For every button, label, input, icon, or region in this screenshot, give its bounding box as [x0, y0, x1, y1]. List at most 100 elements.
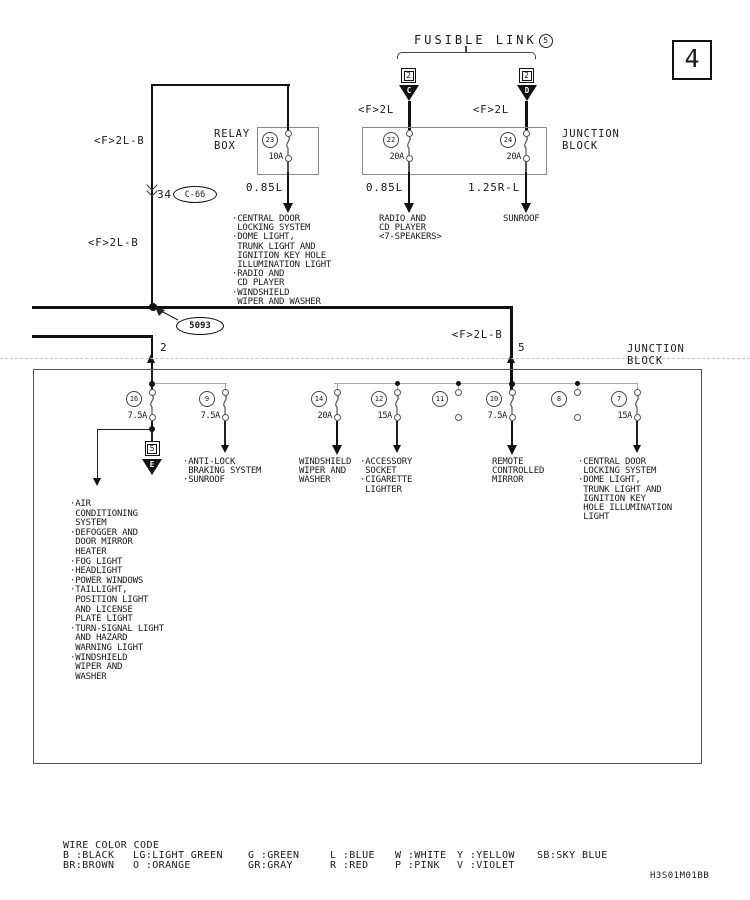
- wire-branch-left: [96, 428, 153, 430]
- fuse-terminal: [508, 389, 516, 396]
- load-fuse-10: REMOTE CONTROLLED MIRROR: [492, 457, 545, 486]
- connector-box-d-number: 2: [521, 70, 532, 81]
- fuse-element-icon: [407, 135, 411, 155]
- color-code-entry: W :WHITE: [395, 850, 447, 861]
- fuse-terminal: [221, 414, 229, 421]
- junction-dot: [574, 381, 580, 386]
- load-arrow-icon: [221, 445, 229, 453]
- wire-fuse-23-out: [287, 161, 289, 173]
- fuse-22-number: 22: [383, 132, 399, 148]
- load-arrow-icon: [93, 478, 102, 486]
- bus-internal-a: [152, 383, 227, 384]
- circled-number-icon: 5: [538, 34, 553, 48]
- connector-pin-c: C: [406, 85, 412, 95]
- junction-block-main-label: JUNCTION BLOCK: [627, 343, 685, 367]
- wire-label-feed-top: <F>2L-B: [94, 135, 145, 147]
- fuse-terminal: [393, 414, 401, 421]
- load-fuse-22: RADIO AND CD PLAYER <7-SPEAKERS>: [379, 214, 442, 243]
- wire-fuse-12-load: [396, 421, 398, 446]
- load-arrow-icon: [393, 445, 401, 453]
- fuse-element-icon: [635, 394, 639, 414]
- connector-triangle-d-icon: D: [517, 85, 537, 101]
- fuse-element-icon: [335, 394, 339, 414]
- connector-pin-label: 34: [157, 188, 172, 201]
- connector-pin-e: E: [149, 459, 155, 469]
- color-code-entry: GR:GRAY: [248, 859, 293, 871]
- fuse-24-rating: 20A: [506, 152, 522, 162]
- connector-box-c-number: 2: [403, 70, 414, 81]
- wire-fuse-22-load: [407, 172, 411, 205]
- wire-feed-terminal-2: [150, 334, 153, 371]
- fusible-link-bracket: [465, 46, 467, 53]
- bus-internal-b: [334, 383, 638, 384]
- wire-fuse-7-load: [636, 421, 638, 446]
- fuse-terminal: [284, 130, 292, 137]
- junction-dot: [394, 381, 400, 386]
- color-code-entry: LG:LIGHT GREEN: [133, 850, 223, 861]
- fusible-link-bracket: [466, 52, 536, 59]
- load-fuse-7: ·CENTRAL DOOR LOCKING SYSTEM ·DOME LIGHT…: [578, 457, 672, 523]
- fuse-terminal: [573, 389, 581, 396]
- fuse-8-number: 8: [551, 391, 567, 407]
- fuse-23-rating: 10A: [268, 152, 284, 162]
- wire-fuse-22-out: [408, 161, 410, 173]
- fuse-terminal: [148, 414, 156, 421]
- fuse-10-number: 10: [486, 391, 502, 407]
- fuse-terminal: [405, 130, 413, 137]
- wire-feed-terminal-2-inner: [151, 369, 153, 390]
- load-arrow-icon: [283, 203, 294, 213]
- fuse-stub: [396, 383, 398, 389]
- wire-label-f2l-right: <F>2L: [473, 104, 510, 116]
- terminal-2-label: 2: [160, 341, 168, 354]
- junction-block-top: [362, 127, 547, 175]
- fuse-element-icon: [510, 394, 514, 414]
- wire-label-f2l-left: <F>2L: [358, 104, 395, 116]
- diagram-code: H3S01M01BB: [650, 871, 710, 881]
- wire-feed-terminal-5: [510, 305, 513, 390]
- feed-arrow-icon: [147, 354, 156, 363]
- connector-box-5: 5: [144, 441, 160, 456]
- fuse-9-number: 9: [199, 391, 215, 407]
- load-arrow-icon: [521, 203, 531, 213]
- wire-fuse-23-load: [286, 172, 290, 205]
- fuse-11-number: 11: [432, 391, 448, 407]
- fuse-terminal: [393, 389, 401, 396]
- color-code-entry: G :GREEN: [248, 850, 300, 861]
- fuse-stub: [576, 383, 578, 389]
- color-code-entry: BR:BROWN: [63, 859, 115, 871]
- fuse-9-rating: 7.5A: [200, 411, 221, 421]
- connector-pin-d: D: [524, 85, 530, 95]
- fuse-14-number: 14: [311, 391, 327, 407]
- load-arrow-icon: [332, 445, 342, 455]
- fuse-10-rating: 7.5A: [487, 411, 508, 421]
- fuse-24-number: 24: [500, 132, 516, 148]
- wire-feed-left: [150, 83, 153, 308]
- fuse-12-number: 12: [371, 391, 387, 407]
- wire-fusible-c: [407, 101, 411, 130]
- fuse-terminal: [633, 389, 641, 396]
- fuse-element-icon: [223, 394, 227, 414]
- wire-fuse-14-load: [335, 421, 339, 446]
- wire-fuse-24-out: [525, 161, 527, 173]
- boundary-dashed-line: [0, 357, 750, 359]
- fuse-23-number: 23: [262, 132, 278, 148]
- splice-leader-arrow-icon: [155, 307, 179, 321]
- junction-block-main: [33, 369, 702, 764]
- wire-size-24: 1.25R-L: [468, 181, 520, 194]
- fusible-link-text: FUSIBLE LINK: [414, 33, 537, 47]
- junction-dot: [509, 380, 515, 387]
- fuse-16-number: 16: [126, 391, 142, 407]
- bus-main: [32, 305, 513, 309]
- color-code-entry: O :ORANGE: [133, 859, 191, 871]
- color-code-entry: R :RED: [330, 859, 369, 871]
- connector-triangle-c-icon: C: [399, 85, 419, 101]
- sheet-number-badge: 4: [672, 40, 712, 80]
- wire-relay-feed-vertical: [286, 83, 290, 131]
- wire-fuse-10-load: [510, 421, 514, 446]
- color-code-entry: V :VIOLET: [457, 859, 515, 871]
- fuse-terminal: [522, 130, 530, 137]
- color-code-entry: P :PINK: [395, 859, 440, 871]
- fuse-terminal: [454, 389, 462, 396]
- fuse-terminal: [333, 414, 341, 421]
